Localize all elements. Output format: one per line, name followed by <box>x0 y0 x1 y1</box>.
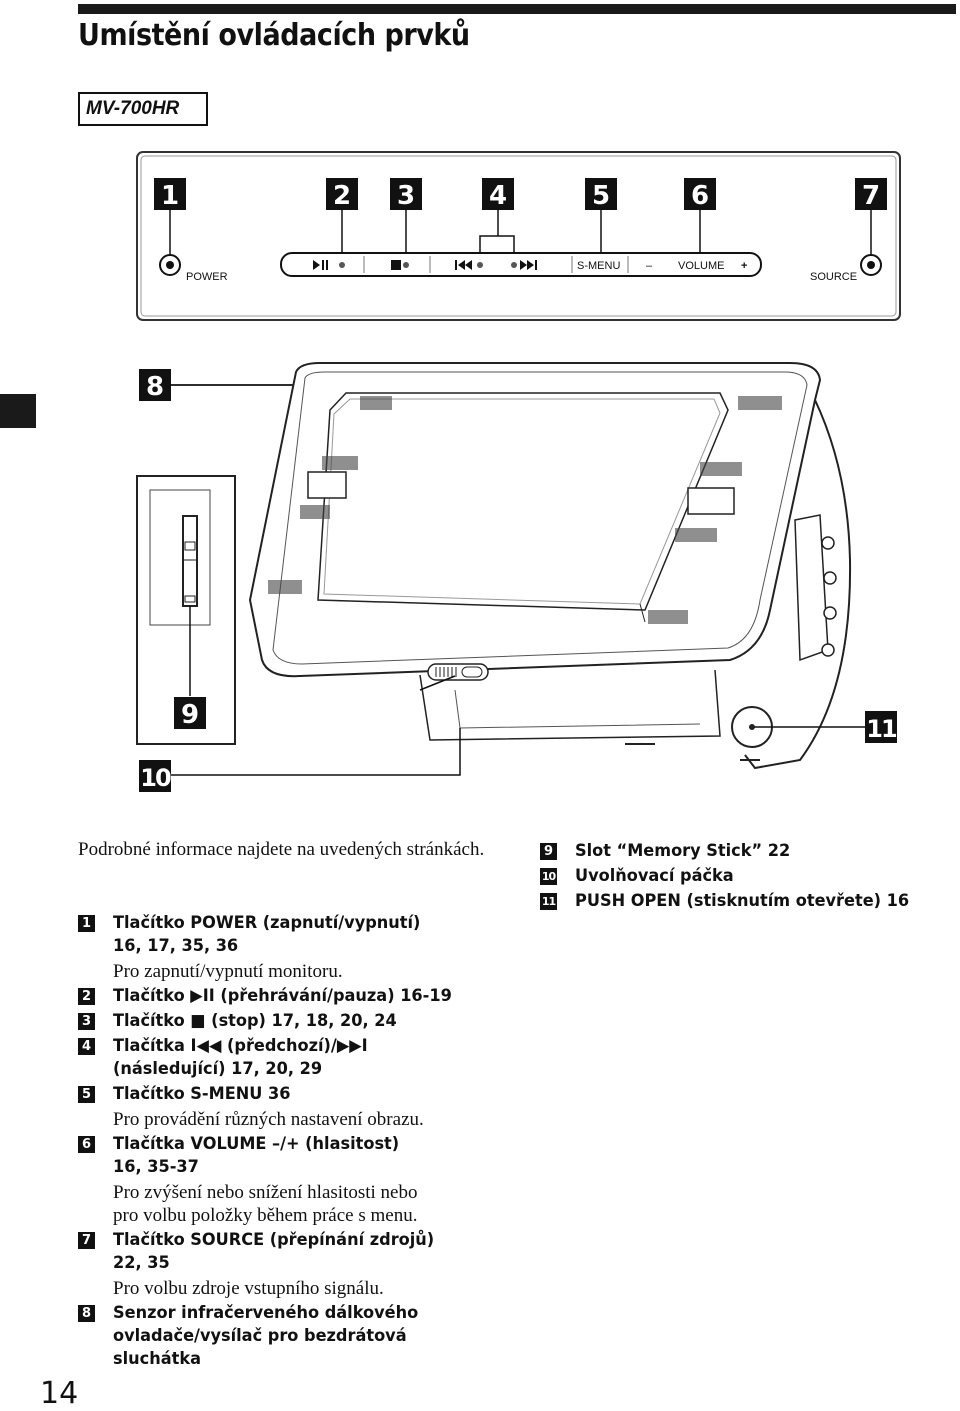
callout-1: 1 <box>154 178 186 211</box>
legend-list-right: 9 Slot “Memory Stick” 22 10 Uvolňovací páč… <box>540 840 950 915</box>
callout-9: 9 <box>174 697 206 730</box>
ir-sensor-right <box>687 487 735 515</box>
callout-6: 6 <box>684 178 716 211</box>
stop-icon[interactable] <box>391 260 409 270</box>
source-label: SOURCE <box>810 271 857 283</box>
legend-label: Tlačítko S-MENU 36 <box>113 1084 291 1104</box>
power-label: POWER <box>186 271 228 283</box>
source-button[interactable] <box>860 254 882 276</box>
screen <box>317 392 729 611</box>
model-label: MV-700HR <box>78 92 208 126</box>
svg-text:1: 1 <box>161 181 179 211</box>
legend-label: Tlačítka I◀◀ (předchozí)/▶▶I (následujíc… <box>113 1036 368 1079</box>
ir-sensor-left <box>307 471 347 499</box>
svg-text:2: 2 <box>333 181 351 211</box>
legend-label: PUSH OPEN (stisknutím otevřete) 16 <box>575 891 910 911</box>
callout-2: 2 <box>326 178 358 211</box>
svg-text:6: 6 <box>691 181 709 211</box>
callout-10: 10 <box>139 760 173 792</box>
legend-desc: Pro zvýšení nebo snížení hlasitosti nebo… <box>113 1182 418 1226</box>
legend-label: Senzor infračerveného dálkového ovladače… <box>113 1303 419 1369</box>
legend-label: Tlačítko ■ (stop) 17, 18, 20, 24 <box>113 1011 397 1031</box>
page-title: Umístění ovládacích prvků <box>78 18 470 53</box>
svg-text:3: 3 <box>397 181 415 211</box>
legend-item: 3 Tlačítko ■ (stop) 17, 18, 20, 24 <box>78 1010 508 1033</box>
legend-number: 2 <box>78 988 95 1005</box>
page-number: 14 <box>40 1376 79 1411</box>
legend-number: 1 <box>78 915 95 932</box>
legend-number: 6 <box>78 1136 95 1153</box>
legend-desc: Pro provádění různých nastavení obrazu. <box>113 1109 424 1130</box>
top-panel <box>136 151 901 321</box>
volume-minus[interactable]: – <box>646 260 653 272</box>
legend-item: 8 Senzor infračerveného dálkového ovladač… <box>78 1302 508 1371</box>
legend-item: 6 Tlačítka VOLUME –/+ (hlasitost) 16, 35-… <box>78 1133 508 1227</box>
legend-desc: Pro volbu zdroje vstupního signálu. <box>113 1278 384 1299</box>
legend-number: 9 <box>540 843 557 860</box>
side-jacks <box>821 536 837 657</box>
legend-label: Tlačítka VOLUME –/+ (hlasitost) 16, 35-3… <box>113 1134 400 1177</box>
svg-text:11: 11 <box>866 715 897 743</box>
legend-list-left: 1 Tlačítko POWER (zapnutí/vypnutí) 16, 17… <box>78 912 508 1373</box>
svg-text:10: 10 <box>140 764 171 792</box>
volume-label: VOLUME <box>678 260 724 272</box>
legend-number: 7 <box>78 1232 95 1249</box>
previous-icon[interactable] <box>455 260 483 270</box>
legend-item: 1 Tlačítko POWER (zapnutí/vypnutí) 16, 17… <box>78 912 508 983</box>
legend-number: 11 <box>540 893 557 910</box>
next-icon[interactable] <box>511 260 537 270</box>
callout-5: 5 <box>585 178 617 211</box>
power-button[interactable] <box>159 254 181 276</box>
play-pause-icon[interactable] <box>313 260 345 270</box>
callout-7: 7 <box>855 178 887 211</box>
legend-item: 4 Tlačítka I◀◀ (předchozí)/▶▶I (následují… <box>78 1035 508 1081</box>
svg-text:9: 9 <box>181 700 199 730</box>
svg-text:8: 8 <box>146 372 164 402</box>
legend-desc: Pro zapnutí/vypnutí monitoru. <box>113 961 343 982</box>
legend-label: Tlačítko POWER (zapnutí/vypnutí) 16, 17,… <box>113 913 421 956</box>
callout-4: 4 <box>482 178 514 211</box>
legend-number: 8 <box>78 1305 95 1322</box>
legend-number: 10 <box>540 868 557 885</box>
legend-label: Tlačítko ▶II (přehrávání/pauza) 16-19 <box>113 986 452 1006</box>
legend-item: 9 Slot “Memory Stick” 22 <box>540 840 950 863</box>
legend-label: Tlačítko SOURCE (přepínání zdrojů) 22, 3… <box>113 1230 435 1273</box>
legend-item: 2 Tlačítko ▶II (přehrávání/pauza) 16-19 <box>78 985 508 1008</box>
legend-item: 7 Tlačítko SOURCE (přepínání zdrojů) 22, … <box>78 1229 508 1300</box>
legend-number: 4 <box>78 1038 95 1055</box>
intro-text: Podrobné informace najdete na uvedených … <box>78 839 485 860</box>
memory-stick-slot <box>182 515 198 607</box>
speaker-grille-left <box>268 396 392 594</box>
svg-text:5: 5 <box>592 181 610 211</box>
s-menu-label[interactable]: S-MENU <box>577 260 620 272</box>
section-tab <box>0 394 36 428</box>
legend-label: Slot “Memory Stick” 22 <box>575 841 791 861</box>
callout-3: 3 <box>390 178 422 211</box>
speaker-grille-right <box>648 396 782 624</box>
svg-text:7: 7 <box>862 181 880 211</box>
callout-11: 11 <box>865 711 899 743</box>
legend-number: 5 <box>78 1086 95 1103</box>
legend-item: 11 PUSH OPEN (stisknutím otevřete) 16 <box>540 890 950 913</box>
callout-8: 8 <box>139 369 171 402</box>
controls-diagram: 1 2 3 4 5 6 7 POWER SOURCE <box>136 151 901 792</box>
legend-item: 5 Tlačítko S-MENU 36 Pro provádění různých… <box>78 1083 508 1131</box>
legend-number: 3 <box>78 1013 95 1030</box>
header-rule <box>78 4 956 14</box>
legend-item: 10 Uvolňovací páčka <box>540 865 950 888</box>
svg-text:4: 4 <box>489 181 507 211</box>
volume-plus[interactable]: + <box>741 260 747 272</box>
legend-label: Uvolňovací páčka <box>575 866 734 886</box>
release-lever[interactable] <box>427 663 489 681</box>
